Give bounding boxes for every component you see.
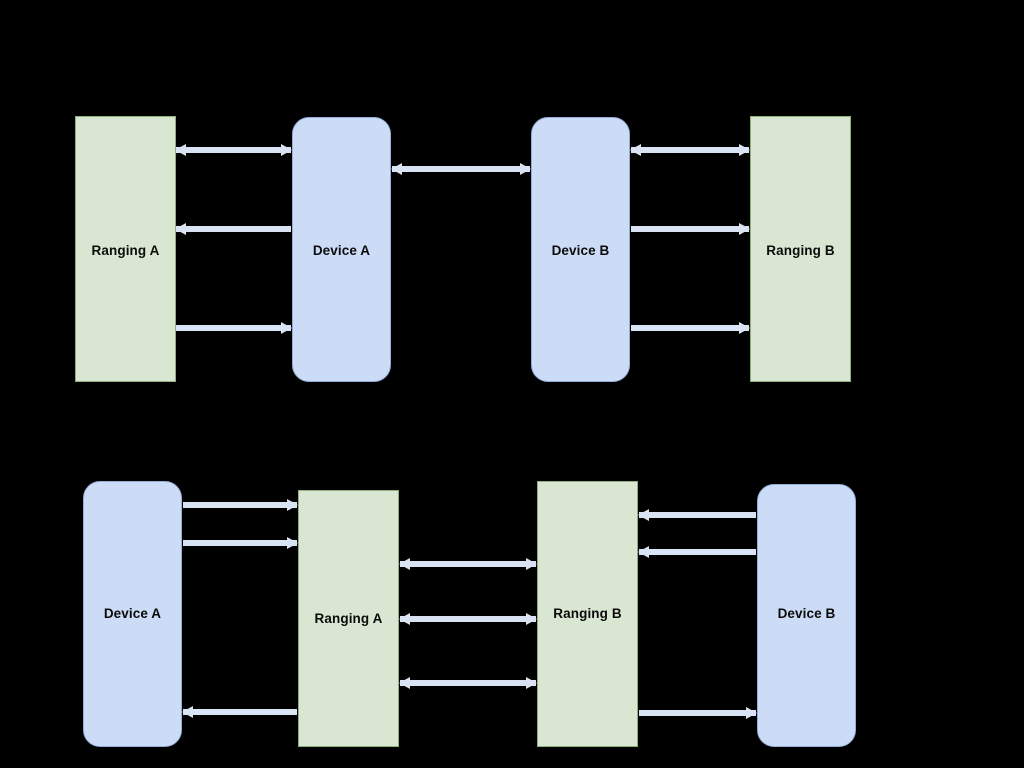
arrowhead-right-icon: [526, 613, 537, 625]
arrow-shaft: [639, 512, 756, 518]
arrowhead-right-icon: [281, 322, 292, 334]
arrowhead-right-icon: [739, 223, 750, 235]
arrowhead-left-icon: [175, 144, 186, 156]
arrow-shaft: [183, 540, 297, 546]
arrowhead-right-icon: [739, 322, 750, 334]
arrow-shaft: [400, 561, 536, 567]
arrowhead-right-icon: [281, 144, 292, 156]
arrowhead-right-icon: [287, 537, 298, 549]
arrowhead-left-icon: [391, 163, 402, 175]
arrowhead-right-icon: [526, 677, 537, 689]
arrow-shaft: [631, 147, 749, 153]
node-label: Device A: [103, 605, 162, 621]
arrow-shaft: [400, 616, 536, 622]
arrowhead-left-icon: [399, 558, 410, 570]
arrow-shaft: [639, 549, 756, 555]
node-label: Ranging A: [314, 610, 383, 626]
arrow-shaft: [631, 226, 749, 232]
node-bot-device-a[interactable]: Device A: [83, 481, 182, 747]
arrowhead-left-icon: [182, 706, 193, 718]
arrowhead-right-icon: [526, 558, 537, 570]
node-bot-ranging-b[interactable]: Ranging B: [537, 481, 638, 747]
node-label: Ranging B: [553, 605, 622, 621]
arrow-shaft: [639, 710, 756, 716]
node-label: Device B: [777, 605, 836, 621]
node-bot-device-b[interactable]: Device B: [757, 484, 856, 747]
arrowhead-left-icon: [638, 546, 649, 558]
arrow-shaft: [400, 680, 536, 686]
arrow-shaft: [392, 166, 530, 172]
arrow-shaft: [631, 325, 749, 331]
arrow-shaft: [176, 226, 291, 232]
arrowhead-left-icon: [399, 613, 410, 625]
arrowhead-left-icon: [399, 677, 410, 689]
arrowhead-left-icon: [638, 509, 649, 521]
arrowhead-left-icon: [175, 223, 186, 235]
arrow-shaft: [176, 325, 291, 331]
arrowhead-right-icon: [520, 163, 531, 175]
arrowhead-right-icon: [746, 707, 757, 719]
arrow-shaft: [183, 502, 297, 508]
arrow-shaft: [183, 709, 297, 715]
arrow-shaft: [176, 147, 291, 153]
arrowhead-right-icon: [287, 499, 298, 511]
arrowhead-right-icon: [739, 144, 750, 156]
arrowhead-left-icon: [630, 144, 641, 156]
node-bot-ranging-a[interactable]: Ranging A: [298, 490, 399, 747]
